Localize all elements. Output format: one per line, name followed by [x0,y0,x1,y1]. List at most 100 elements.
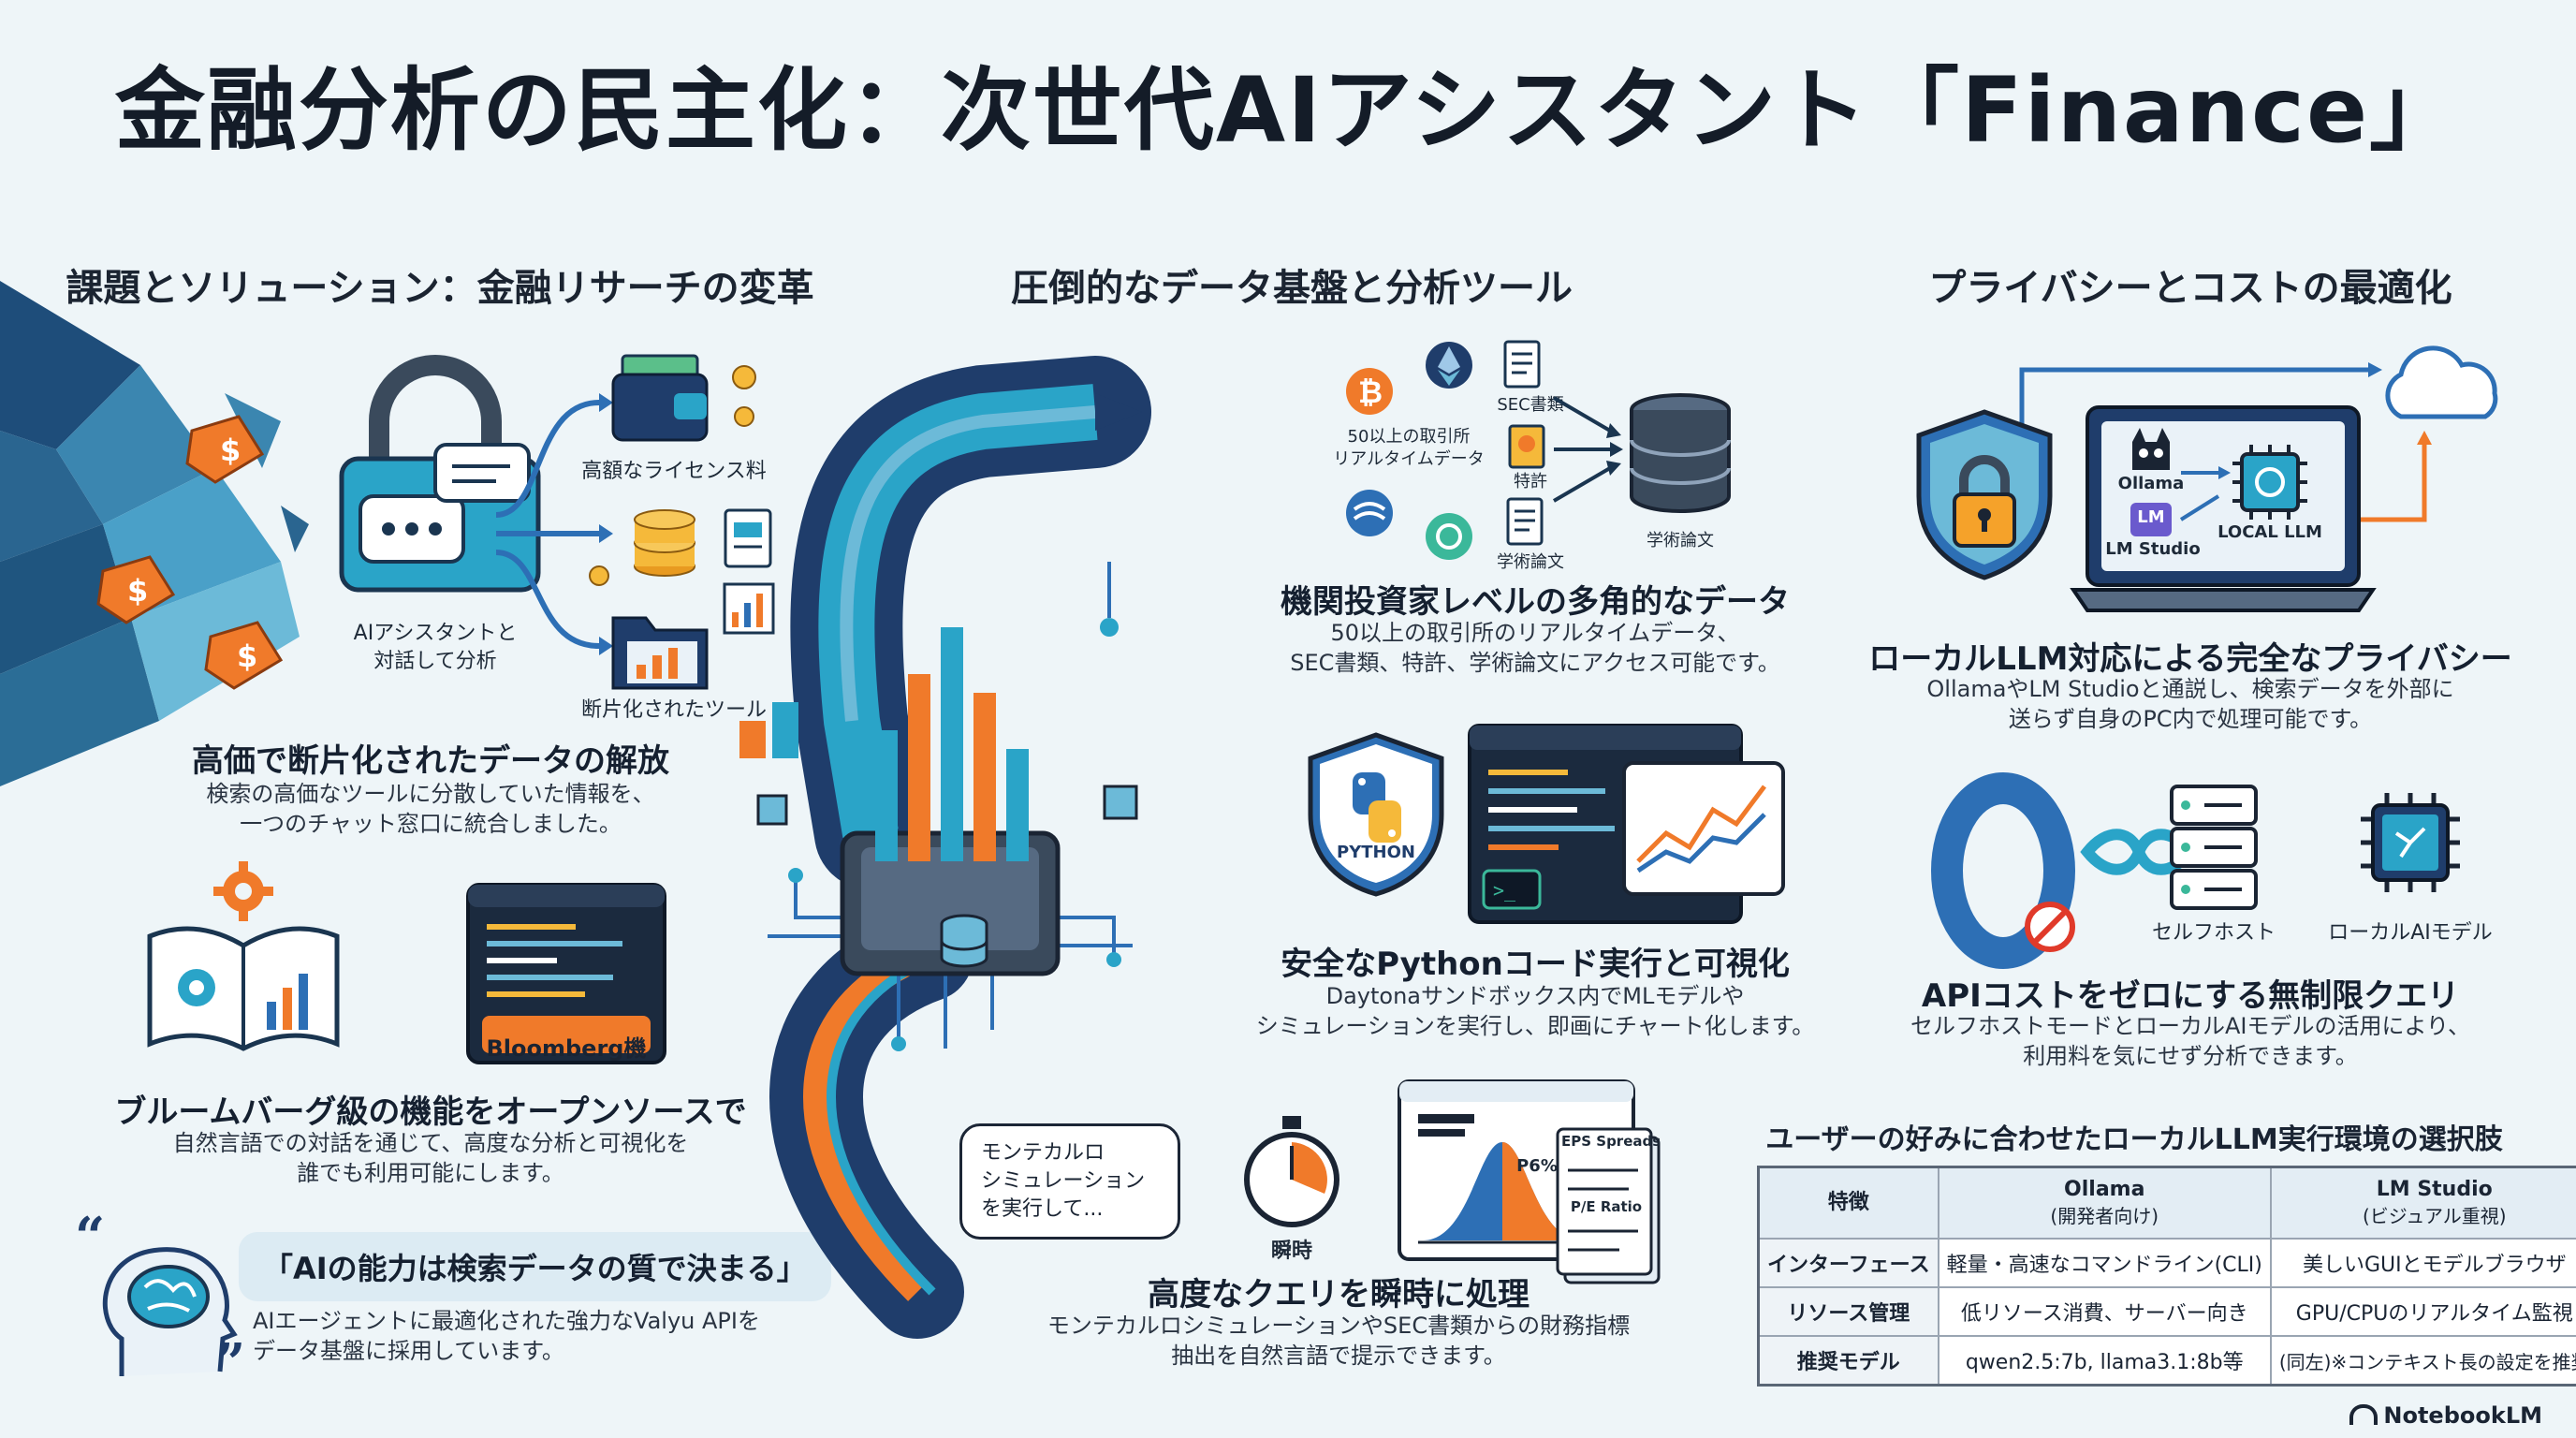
lm-studio-icon [2130,503,2172,536]
center-feature3-desc: モンテカルロシミュレーションやSEC書類からの財務指標 抽出を自然言語で提示でき… [1046,1313,1631,1369]
label-eps: EPS Spreads [1561,1133,1661,1150]
left-feature1-title: 高価で断片化されたデータの解放 [192,742,669,780]
table-header-feature: 特徴 [1757,1166,1939,1240]
svg-text:“: “ [75,1206,105,1268]
page-title: 金融分析の民主化：次世代AIアシスタント「Finance」 [114,58,2462,163]
coin-icon [732,365,756,427]
table-cell: 軽量・高速なコマンドライン(CLI) [1937,1238,2272,1288]
section-heading-left: 課題とソリューション：金融リサーチの変革 [66,267,814,310]
document-icon [724,508,772,568]
coin-stack-icon [634,509,695,577]
label-local-ai-model: ローカルAIモデル [2328,921,2493,945]
section-heading-center: 圧倒的なデータ基盤と分析ツール [1011,267,1573,310]
stopwatch-icon [1244,1116,1339,1227]
center-feature3-title: 高度なクエリを瞬時に処理 [1148,1276,1530,1313]
label-bloomberg: Bloomberg機 [486,1035,647,1062]
table-header-ollama: Ollama(開発者向け) [1937,1166,2272,1240]
left-feature2-title: ブルームバーグ級の機能をオープンソースで [114,1093,747,1131]
comparison-table: 特徴 Ollama(開発者向け) LM Studio(ビジュアル重視) インター… [1757,1166,2576,1387]
label-pe: P/E Ratio [1570,1198,1643,1215]
right-feature2-desc: セルフホストモードとローカルAIモデルの活用により、 利用料を気にせず分析できま… [1910,1013,2471,1069]
lock-shield-icon [1916,409,2053,580]
line-chart-window-icon [1622,761,1785,896]
quote-desc: AIエージェントに最適化された強力なValyu APIを データ基盤に採用してい… [253,1308,760,1364]
price-tag-icon: $ [185,415,265,484]
paper-document-icon [1506,497,1544,546]
price-tag-icon: $ [96,555,176,624]
table-cell: qwen2.5:7b, llama3.1:8b等 [1937,1335,2272,1387]
right-feature1-desc: OllamaやLM Studioと通説し、検索データを外部に 送らず自身のPC内… [1926,676,2454,732]
notebooklm-logo-icon [2349,1404,2378,1425]
label-local-llm: LOCAL LLM [2217,522,2322,542]
bitcoin-icon: ₿ [1346,368,1393,415]
open-book-gear-icon [147,861,340,1051]
source-arrows [1552,396,1623,503]
ethereum-icon [1426,342,1472,389]
sec-document-icon [1503,340,1541,389]
svg-text:$: $ [237,638,257,674]
label-instant: 瞬時 [1270,1240,1312,1263]
table-cell: インターフェース [1757,1238,1939,1288]
label-papers-source: 学術論文 [1497,552,1564,572]
label-exchanges: 50以上の取引所 リアルタイムデータ [1333,427,1485,469]
label-patents: 特許 [1514,472,1547,492]
zero-cost-icon [1931,772,2198,969]
table-row: リソース管理 低リソース消費、サーバー向き GPU/CPUのリアルタイム監視 [1757,1286,2576,1337]
openai-icon [1426,513,1472,560]
label-ollama: Ollama [2117,474,2185,493]
right-feature2-title: APIコストをゼロにする無制限クエリ [1921,977,2460,1015]
brain-head-icon: “ ” [75,1206,245,1394]
table-cell: 美しいGUIとモデルブラウザ [2269,1238,2576,1288]
table-cell: リソース管理 [1757,1286,1939,1337]
label-sec: SEC書類 [1497,395,1564,415]
brand-name: NotebookLM [2383,1402,2542,1429]
label-p6: P6% [1516,1156,1558,1176]
table-cell: 推奨モデル [1757,1335,1939,1387]
table-row: 推奨モデル qwen2.5:7b, llama3.1:8b等 (同左)※コンテキ… [1757,1335,2576,1387]
left-feature2-desc: 自然言語での対話を通じて、高度な分析と可視化を 誰でも利用可能にします。 [172,1130,689,1186]
padlock-chat-icon [339,355,541,593]
ollama-icon [2132,428,2170,470]
table-cell: (同左)※コンテキスト長の設定を推奨 [2269,1335,2576,1387]
flow-arrows [495,393,613,655]
ai-chip-icon [2361,793,2460,892]
shattered-glass-graphic [0,281,309,786]
label-fragmented-tools: 断片化されたツール [580,698,767,722]
table-header-lmstudio: LM Studio(ビジュアル重視) [2269,1166,2576,1240]
document-stack-icon [1556,1127,1661,1284]
center-feature2-desc: Daytonaサンドボックス内でMLモデルや シミュレーションを実行し、即画にチ… [1255,983,1815,1039]
wallet-icon [611,354,709,442]
monte-carlo-speech-bubble: モンテカルロ シミュレーション を実行して... [959,1123,1180,1240]
coin-icon [589,565,609,586]
quote-box: 「AIの能力は検索データの質で決まる」 [239,1232,831,1301]
label-python: PYTHON [1337,843,1415,862]
server-icon [2170,785,2258,910]
center-feature2-title: 安全なPythonコード実行と可視化 [1281,946,1790,983]
label-ai-assistant: AIアシスタントと 対話して分析 [353,622,518,673]
table-row: インターフェース 軽量・高速なコマンドライン(CLI) 美しいGUIとモデルブラ… [1757,1238,2576,1288]
price-tag-icon: $ [204,621,284,690]
table-cell: 低リソース消費、サーバー向き [1937,1286,2272,1337]
folder-chart-icon [611,616,709,690]
svg-text:$: $ [220,433,241,468]
brand-footer: NotebookLM [2349,1402,2542,1429]
database-icon [1630,393,1731,513]
label-self-host: セルフホスト [2151,921,2276,945]
stellar-icon [1346,490,1393,536]
data-stream-graphic [739,356,1151,1339]
center-feature1-desc: 50以上の取引所のリアルタイムデータ、 SEC書類、特許、学術論文にアクセス可能… [1290,620,1780,676]
bar-chart-icon [723,582,775,635]
bloomberg-terminal-icon [466,883,666,1064]
table-cell: GPU/CPUのリアルタイム監視 [2269,1286,2576,1337]
section-heading-right: プライバシーとコストの最適化 [1928,267,2452,310]
label-lm-studio: LM Studio [2105,539,2201,559]
label-papers-db: 学術論文 [1647,531,1714,550]
cpu-chip-icon [2232,445,2307,520]
lm-studio-badge: LM [2137,507,2165,527]
patent-icon [1508,424,1545,469]
svg-text:>_: >_ [1493,879,1516,902]
database-small-icon [940,914,988,968]
table-title: ユーザーの好みに合わせたローカルLLM実行環境の選択肢 [1765,1123,2503,1156]
python-shield-icon [1308,732,1444,897]
right-feature1-title: ローカルLLM対応による完全なプライバシー [1868,640,2512,678]
